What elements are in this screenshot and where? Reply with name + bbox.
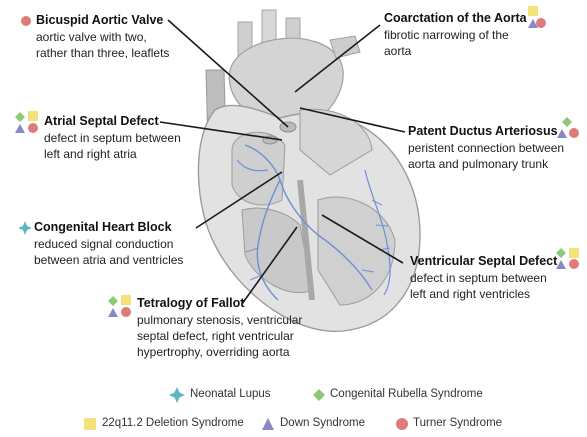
legend-label-turner-syndrome: Turner Syndrome: [413, 417, 502, 429]
deletion-square-icon: [121, 295, 131, 305]
down-syndrome-triangle-icon: [262, 418, 274, 430]
legend-label-22q11-deletion: 22q11.2 Deletion Syndrome: [102, 417, 244, 429]
condition-desc: rather than three, leaflets: [36, 45, 169, 61]
condition-title: Bicuspid Aortic Valve: [36, 12, 169, 29]
deletion-square-icon: [528, 6, 538, 16]
legend-label-down-syndrome: Down Syndrome: [280, 417, 365, 429]
label-ventricular-septal-defect: Ventricular Septal Defect defect in sept…: [410, 253, 557, 302]
neonatal-lupus-star-icon: [169, 387, 185, 403]
turner-syndrome-circle-icon: [396, 418, 408, 430]
condition-desc: septal defect, right ventricular: [137, 328, 302, 344]
condition-desc: aorta and pulmonary trunk: [408, 156, 564, 172]
turner-circle-icon: [28, 123, 38, 133]
legend-label-congenital-rubella: Congenital Rubella Syndrome: [330, 388, 483, 400]
condition-desc: reduced signal conduction: [34, 236, 183, 252]
condition-desc: between atria and ventricles: [34, 252, 183, 268]
condition-desc: defect in septum between: [44, 130, 181, 146]
turner-circle-icon: [569, 259, 579, 269]
label-tetralogy-of-fallot: Tetralogy of Fallot pulmonary stenosis, …: [137, 295, 302, 360]
legend-label-neonatal-lupus: Neonatal Lupus: [190, 388, 271, 400]
turner-circle-icon: [121, 307, 131, 317]
condition-desc: aortic valve with two,: [36, 29, 169, 45]
condition-desc: left and right ventricles: [410, 286, 557, 302]
lupus-star-icon: [18, 221, 32, 235]
label-patent-ductus-arteriosus: Patent Ductus Arteriosus peristent conne…: [408, 123, 564, 172]
condition-title: Ventricular Septal Defect: [410, 253, 557, 270]
condition-desc: pulmonary stenosis, ventricular: [137, 312, 302, 328]
condition-title: Tetralogy of Fallot: [137, 295, 302, 312]
condition-desc: left and right atria: [44, 146, 181, 162]
deletion-syndrome-square-icon: [84, 418, 96, 430]
down-triangle-icon: [15, 124, 25, 133]
rubella-diamond-icon: [556, 248, 566, 258]
label-congenital-heart-block: Congenital Heart Block reduced signal co…: [34, 219, 183, 268]
turner-circle-icon: [21, 16, 31, 26]
congenital-rubella-diamond-icon: [313, 389, 325, 401]
label-bicuspid-aortic-valve: Bicuspid Aortic Valve aortic valve with …: [36, 12, 169, 61]
condition-title: Atrial Septal Defect: [44, 113, 181, 130]
deletion-square-icon: [28, 111, 38, 121]
label-atrial-septal-defect: Atrial Septal Defect defect in septum be…: [44, 113, 181, 162]
condition-desc: aorta: [384, 43, 527, 59]
deletion-square-icon: [569, 248, 579, 258]
turner-circle-icon: [569, 128, 579, 138]
label-coarctation-aorta: Coarctation of the Aorta fibrotic narrow…: [384, 10, 527, 59]
condition-desc: peristent connection between: [408, 140, 564, 156]
condition-desc: fibrotic narrowing of the: [384, 27, 527, 43]
condition-desc: hypertrophy, overriding aorta: [137, 344, 302, 360]
condition-title: Coarctation of the Aorta: [384, 10, 527, 27]
down-triangle-icon: [108, 308, 118, 317]
turner-circle-icon: [536, 18, 546, 28]
condition-desc: defect in septum between: [410, 270, 557, 286]
condition-title: Congenital Heart Block: [34, 219, 183, 236]
condition-title: Patent Ductus Arteriosus: [408, 123, 564, 140]
down-triangle-icon: [556, 260, 566, 269]
rubella-diamond-icon: [108, 296, 118, 306]
rubella-diamond-icon: [15, 112, 25, 122]
